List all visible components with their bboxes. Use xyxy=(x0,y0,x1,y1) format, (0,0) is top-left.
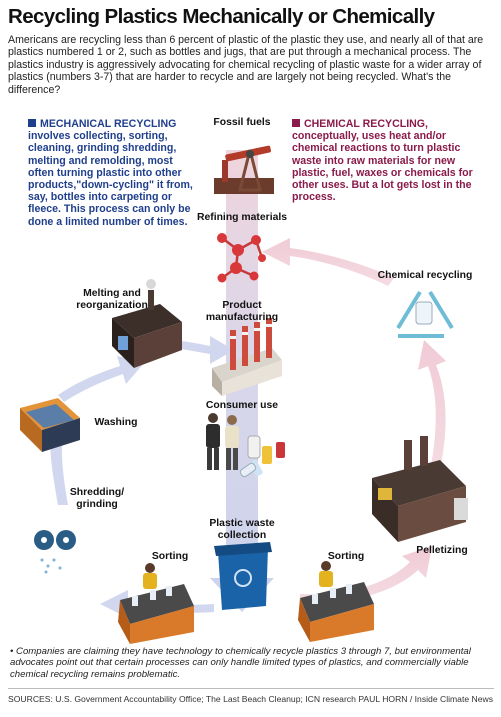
chemical-recycling-box: CHEMICAL RECYCLING, conceptually, uses h… xyxy=(292,118,482,203)
recycle-symbol-icon xyxy=(396,290,454,338)
page-title: Recycling Plastics Mechanically or Chemi… xyxy=(8,5,435,28)
footer-divider xyxy=(8,688,494,689)
maroon-square-icon xyxy=(292,119,300,127)
sorting-left-icon xyxy=(118,563,194,644)
sources-line: SOURCES: U.S. Government Accountability … xyxy=(8,694,356,704)
melting-machine-icon xyxy=(112,279,182,368)
consumers-icon xyxy=(206,413,285,478)
mechanical-loop-arrows xyxy=(42,336,234,618)
mechanical-body: involves collecting, sorting, cleaning, … xyxy=(28,130,193,228)
label-melting-line1: Melting and xyxy=(83,288,141,299)
mechanical-heading: MECHANICAL RECYCLING xyxy=(40,118,177,130)
molecule-atoms xyxy=(217,233,266,283)
label-chemical-recycling: Chemical recycling xyxy=(377,270,473,281)
washer-icon xyxy=(20,398,80,452)
label-pelletizing: Pelletizing xyxy=(416,545,468,556)
label-sorting-left: Sorting xyxy=(151,551,189,562)
label-product-line1: Product xyxy=(222,300,262,311)
label-plastic-waste-collection: Plastic waste collection xyxy=(196,518,288,542)
factory-icon xyxy=(212,318,282,396)
oil-pump-icon xyxy=(214,145,274,194)
label-waste-line2: collection xyxy=(217,530,267,541)
label-consumer-use: Consumer use xyxy=(205,400,279,411)
recycling-bin-icon xyxy=(214,542,272,610)
pelletizer-icon xyxy=(372,436,468,542)
label-shredding-grinding: Shredding/ grinding xyxy=(62,487,132,511)
blue-square-icon xyxy=(28,119,36,127)
label-product-manufacturing: Product manufacturing xyxy=(190,300,294,324)
label-shredding-line1: Shredding/ xyxy=(69,487,125,498)
label-melting-line2: reorganization xyxy=(76,300,148,311)
footnote: • Companies are claiming they have techn… xyxy=(10,646,471,680)
mechanical-recycling-box: MECHANICAL RECYCLING involves collecting… xyxy=(28,118,196,228)
label-washing: Washing xyxy=(94,417,138,428)
intro-paragraph: Americans are recycling less than 6 perc… xyxy=(8,34,484,96)
gears-icon xyxy=(34,530,76,574)
label-refining-materials: Refining materials xyxy=(196,212,288,223)
label-shredding-line2: grinding xyxy=(76,499,118,510)
credit-line: PAUL HORN / Inside Climate News xyxy=(358,694,493,704)
chemical-body: conceptually, uses heat and/or chemical … xyxy=(292,130,473,204)
label-waste-line1: Plastic waste xyxy=(209,518,275,529)
label-product-line2: manufacturing xyxy=(205,312,279,323)
chemical-heading: CHEMICAL RECYCLING, xyxy=(304,118,428,130)
label-fossil-fuels: Fossil fuels xyxy=(213,117,271,128)
sorting-right-icon xyxy=(298,561,374,642)
label-sorting-right: Sorting xyxy=(327,551,365,562)
label-melting-reorganization: Melting and reorganization xyxy=(64,288,160,312)
